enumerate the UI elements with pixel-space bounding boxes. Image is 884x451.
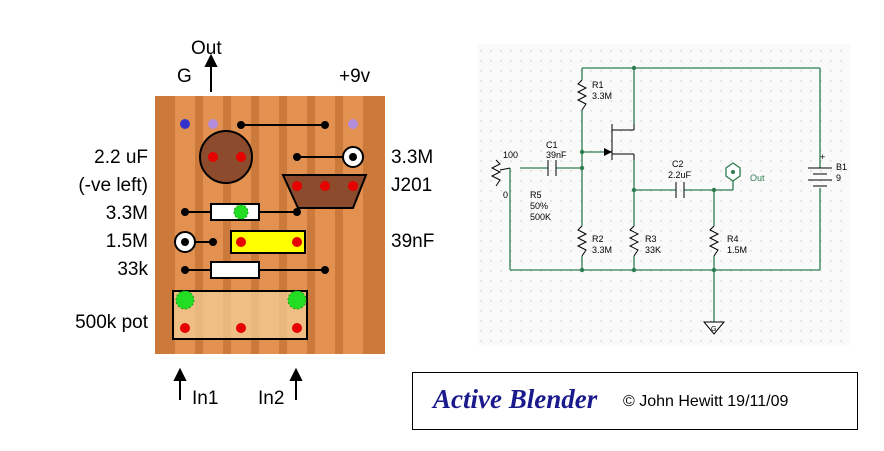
r5-percent: 50% [530, 201, 548, 211]
cap-polarity-label: (-ve left) [78, 175, 148, 196]
output-terminal-dot [731, 170, 735, 174]
pad-red [208, 152, 218, 162]
cap-39nf-label: 39nF [391, 231, 435, 252]
pad-red [236, 323, 246, 333]
pot-500k-label: 500k pot [75, 312, 148, 333]
schematic-grid [478, 44, 850, 346]
out-label: Out [191, 38, 222, 59]
link-end [293, 153, 301, 161]
link-end [321, 121, 329, 129]
r3-label: R3 [645, 234, 657, 244]
r3-value: 33K [645, 245, 661, 255]
link-end [209, 238, 217, 246]
credit-text: © John Hewitt 19/11/09 [623, 393, 789, 410]
schematic: R1 3.3M R2 3.3M R3 33K R4 1.5M R5 50% 50… [478, 44, 850, 346]
r1-value: 3.3M [592, 91, 612, 101]
title-text: Active Blender [433, 384, 598, 414]
r3-resistor [628, 225, 640, 257]
r5-label: R5 [530, 190, 542, 200]
pad-red [292, 237, 302, 247]
r5-value: 500K [530, 212, 551, 222]
link-end [181, 266, 189, 274]
r1-resistor [576, 79, 588, 111]
pad-green [175, 290, 195, 310]
jfet-j201 [281, 174, 368, 209]
r2-resistor [576, 225, 588, 257]
r5-wiper [499, 167, 511, 171]
link-end [237, 121, 245, 129]
pad-red [348, 181, 358, 191]
electrolytic-capacitor [199, 130, 253, 184]
jfet-j201-label: J201 [391, 175, 433, 196]
pad-red [320, 181, 330, 191]
terminal-center [349, 153, 357, 161]
in2-arrow-head [289, 367, 303, 381]
c2-value: 2.2uF [668, 170, 692, 180]
resistor-33k [210, 261, 260, 279]
r4-label: R4 [727, 234, 739, 244]
battery-plus: + [820, 152, 825, 162]
supply-label: +9v [339, 66, 371, 87]
jfet-gate-arrow [604, 148, 612, 156]
r2-value: 3.3M [592, 245, 612, 255]
pot-top-label: 100 [503, 150, 518, 160]
junctions [579, 65, 717, 273]
r4-resistor [708, 225, 720, 257]
out-label: Out [750, 173, 765, 183]
c1-label: C1 [546, 140, 558, 150]
input-1-label: In1 [192, 388, 219, 409]
in1-arrow-head [173, 367, 187, 381]
pad-red [292, 181, 302, 191]
resistor-3-3m-right-label: 3.3M [391, 147, 434, 168]
pad-9v [348, 119, 358, 129]
ground-label: G [711, 326, 716, 333]
schematic-wires [509, 67, 821, 322]
r2-label: R2 [592, 234, 604, 244]
schematic-components [490, 79, 832, 335]
resistor-1-5m-label: 1.5M [105, 231, 148, 252]
pad-output [208, 119, 218, 129]
terminal-center [181, 238, 189, 246]
link-end [321, 266, 329, 274]
pot-bottom-label: 0 [503, 190, 508, 200]
r5-potentiometer [490, 159, 502, 187]
pad-red [236, 237, 246, 247]
pad-red [292, 323, 302, 333]
pad-green [233, 204, 249, 220]
c2-label: C2 [672, 159, 684, 169]
title-box: Active Blender © John Hewitt 19/11/09 [412, 372, 858, 430]
link-end [293, 208, 301, 216]
resistor-3-3m-label: 3.3M [105, 203, 148, 224]
b1-value: 9 [836, 173, 841, 183]
capacitor-39nf [230, 230, 306, 254]
input-2-label: In2 [258, 388, 285, 409]
out-arrow-head [204, 53, 218, 67]
resistor-33k-label: 33k [117, 259, 148, 280]
c1-value: 39nF [546, 150, 567, 160]
link-end [181, 208, 189, 216]
pad-red [180, 323, 190, 333]
r4-value: 1.5M [727, 245, 747, 255]
pad-red [236, 152, 246, 162]
pad-green [287, 290, 307, 310]
r1-label: R1 [592, 80, 604, 90]
b1-label: B1 [836, 162, 847, 172]
cap-2-2uf-label: 2.2 uF [94, 147, 148, 168]
ground-label: G [177, 66, 192, 87]
ground-symbol [702, 321, 726, 335]
pad-ground [180, 119, 190, 129]
